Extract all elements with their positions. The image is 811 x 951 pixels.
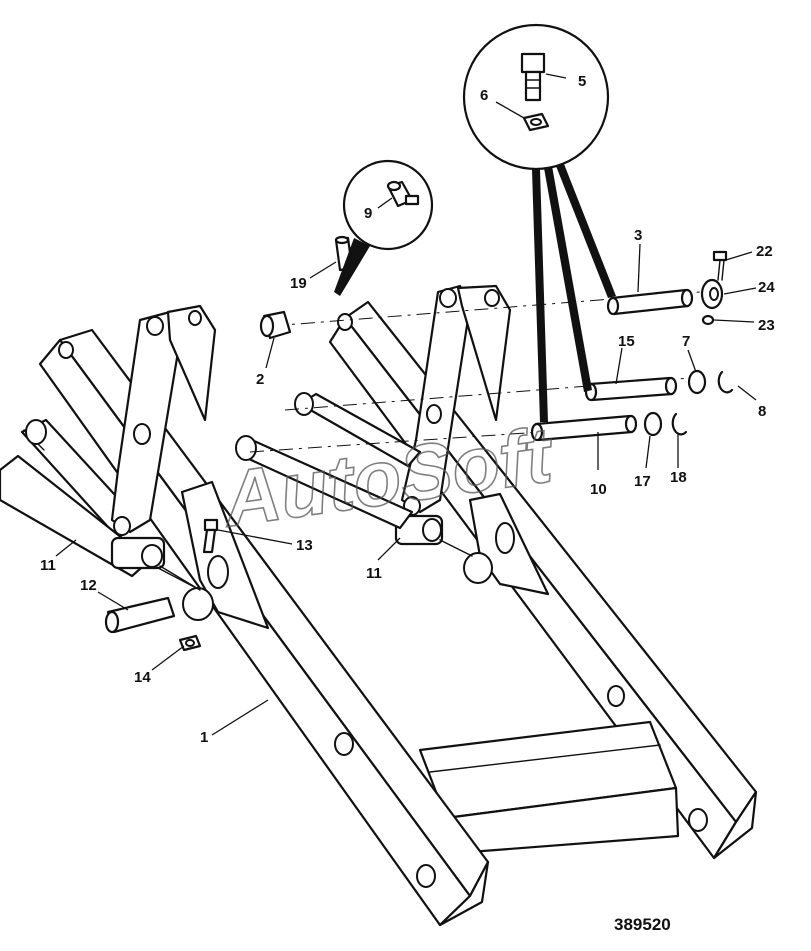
bolt-13 xyxy=(202,518,219,554)
right-mount-bracket xyxy=(394,492,550,596)
washer-17 xyxy=(643,411,663,437)
boom-hole-1 xyxy=(334,732,354,756)
callout-6: 6 xyxy=(480,87,488,104)
callout-3: 3 xyxy=(634,227,642,244)
detail-circle-9 xyxy=(334,159,434,296)
callout-18: 18 xyxy=(670,469,687,486)
boom-hole-6 xyxy=(337,313,353,331)
callout-labels: 1 2 3 5 6 7 8 9 10 11 11 12 13 14 15 17 … xyxy=(40,73,775,746)
right-bellcrank xyxy=(400,284,512,516)
callout-11-left: 11 xyxy=(40,557,56,574)
washer-7 xyxy=(687,369,707,395)
callout-5: 5 xyxy=(578,73,586,90)
callout-15: 15 xyxy=(618,333,635,350)
callout-2: 2 xyxy=(256,371,264,388)
callout-22: 22 xyxy=(756,243,773,260)
bolt-22 xyxy=(712,250,728,281)
boom-hole-2 xyxy=(416,864,436,888)
callout-12: 12 xyxy=(80,577,97,594)
left-bellcrank xyxy=(110,304,217,536)
boom-hole-5 xyxy=(58,341,74,359)
boom-hole-3 xyxy=(607,685,625,707)
pin-10 xyxy=(530,414,638,442)
callout-24: 24 xyxy=(758,279,775,296)
callout-14: 14 xyxy=(134,669,151,686)
leader-lines xyxy=(55,73,757,736)
nut-14 xyxy=(178,634,202,652)
pin-12 xyxy=(104,596,176,634)
circlip-18 xyxy=(671,412,688,436)
callout-7: 7 xyxy=(682,333,690,350)
circlip-8 xyxy=(717,370,734,394)
callout-11-right: 11 xyxy=(366,565,382,582)
tie-rod xyxy=(159,392,473,591)
bush-2 xyxy=(259,310,292,340)
detail-circle-5-6 xyxy=(462,23,616,422)
callout-8: 8 xyxy=(758,403,766,420)
callout-13: 13 xyxy=(296,537,313,554)
pin-3 xyxy=(606,288,694,316)
left-mount-bracket xyxy=(110,480,270,630)
sleeve-19 xyxy=(334,235,354,272)
callout-17: 17 xyxy=(634,473,651,490)
callout-10: 10 xyxy=(590,481,607,498)
collar-24 xyxy=(700,278,724,310)
pin-15 xyxy=(584,376,678,402)
nut-23 xyxy=(701,314,715,326)
callout-1: 1 xyxy=(200,729,208,746)
callout-19: 19 xyxy=(290,275,307,292)
figure-number: 389520 xyxy=(614,915,671,934)
callout-23: 23 xyxy=(758,317,775,334)
boom-hole-4 xyxy=(688,808,708,832)
callout-9: 9 xyxy=(364,205,372,222)
